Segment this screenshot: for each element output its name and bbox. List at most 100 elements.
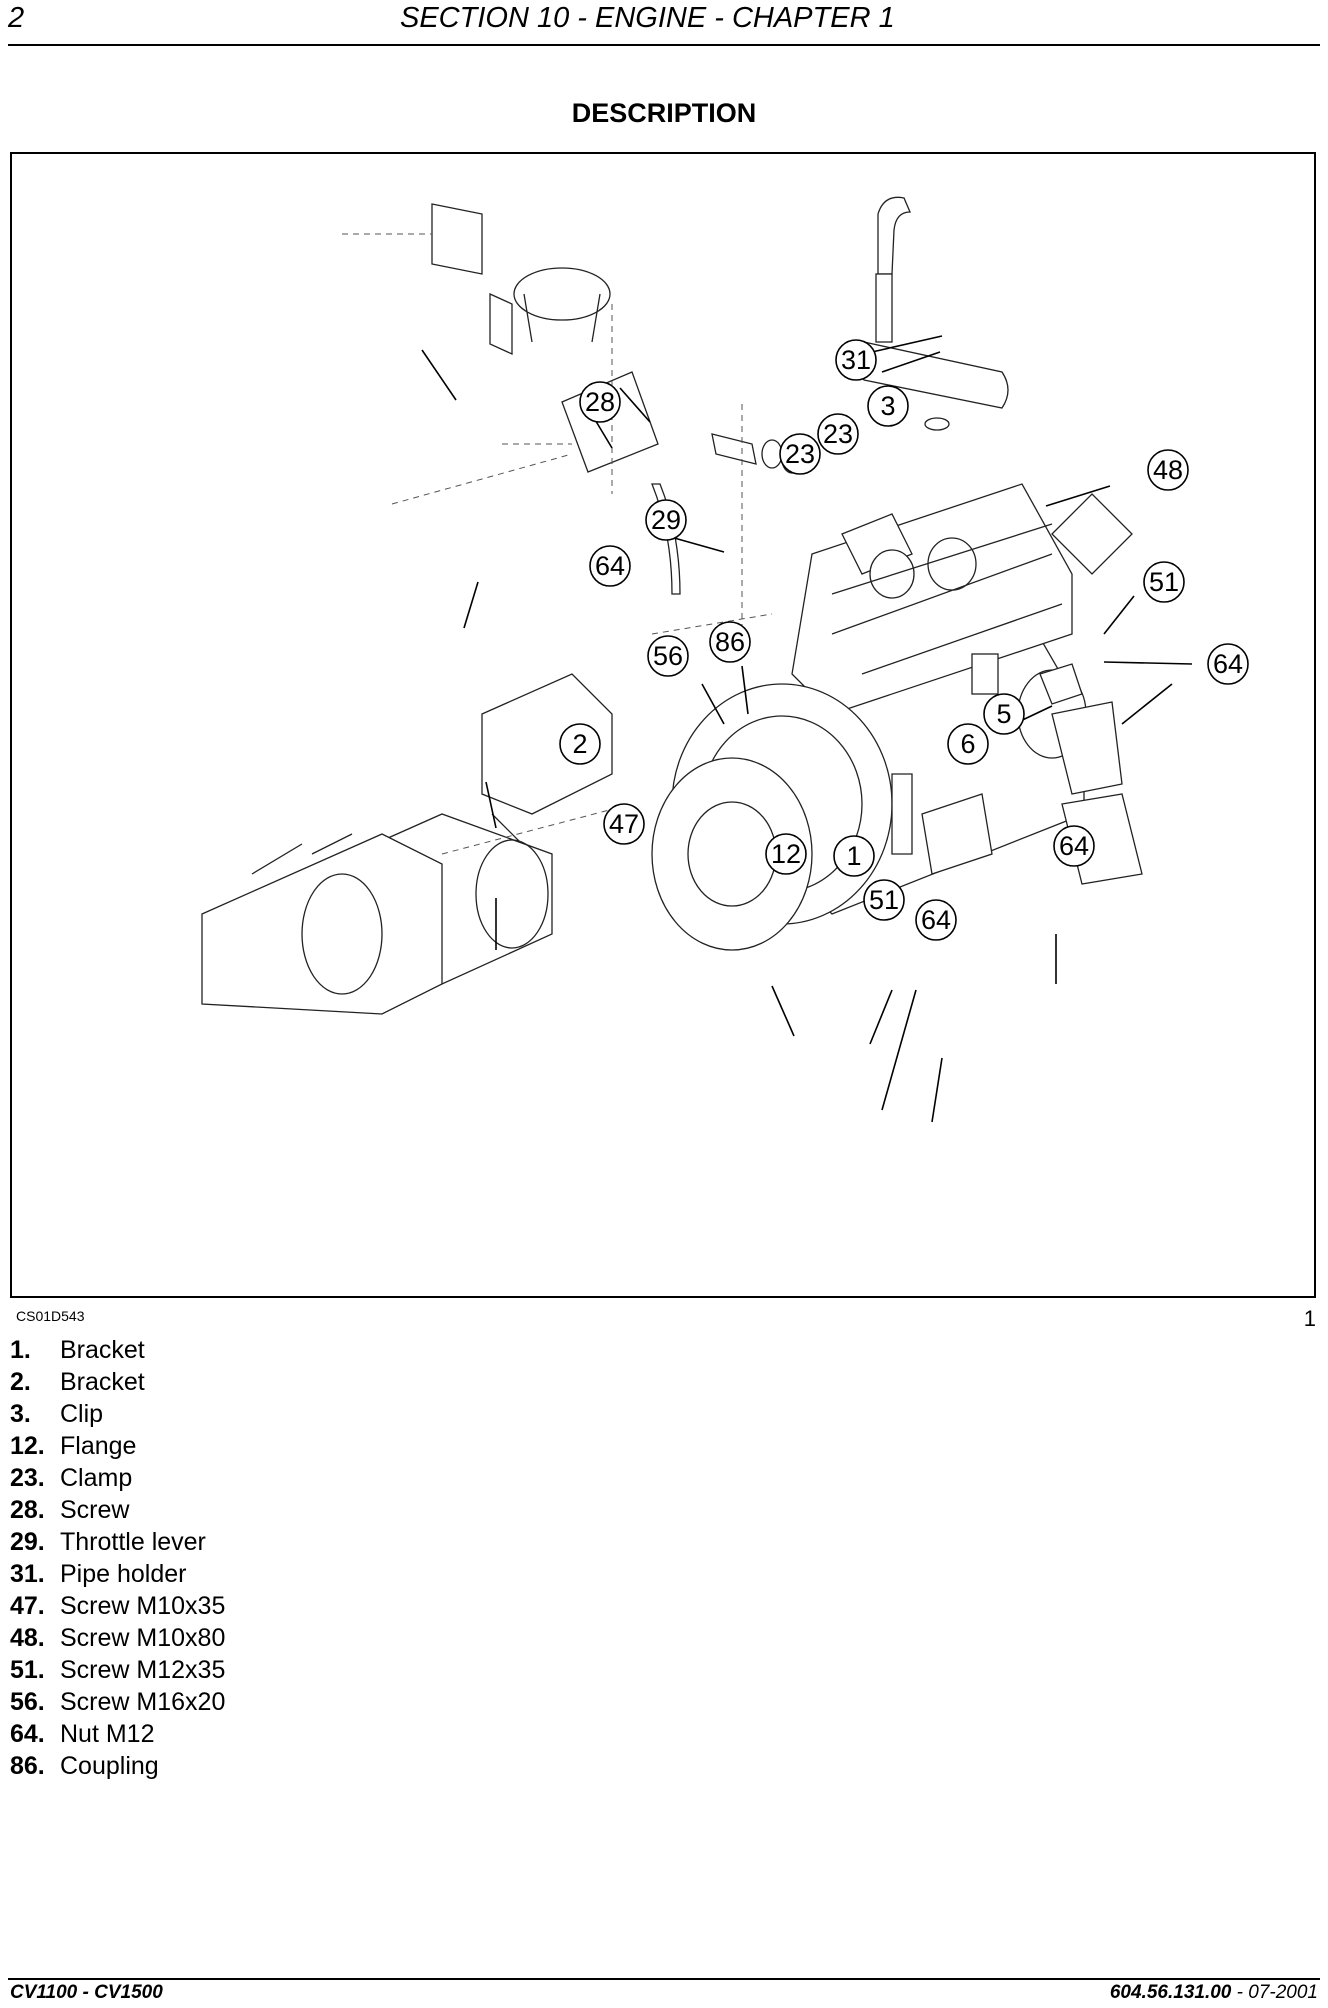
- callout-label: 3: [880, 391, 895, 421]
- callout-label: 29: [651, 505, 681, 535]
- legend-number: 64.: [10, 1720, 45, 1748]
- parts-legend: 1. Bracket 2. Bracket 3. Clip 12. Flange 23.…: [10, 1334, 225, 1782]
- footer-doc-number: 604.56.131.00: [1109, 1982, 1232, 2003]
- callout-layer: 31 3 28 23 23 48 29 64 51 64 86 56 5 2 6…: [559, 339, 1249, 941]
- callout-2: 2: [559, 723, 601, 765]
- callout-label: 5: [996, 699, 1011, 729]
- legend-item: 56. Screw M16x20: [10, 1686, 225, 1718]
- callout-47: 47: [603, 803, 645, 845]
- gearbox: [201, 803, 633, 1015]
- callout-31: 31: [835, 339, 877, 381]
- legend-item: 23. Clamp: [10, 1462, 225, 1494]
- legend-item: 1. Bracket: [10, 1334, 225, 1366]
- callout-23: 23: [779, 433, 821, 475]
- callout-label: 51: [869, 885, 899, 915]
- legend-number: 56.: [10, 1688, 45, 1716]
- legend-number: 29.: [10, 1528, 45, 1556]
- callout-64: 64: [1207, 643, 1249, 685]
- page-header: 2 SECTION 10 - ENGINE - CHAPTER 1: [8, 2, 1320, 44]
- legend-item: 29. Throttle lever: [10, 1526, 225, 1558]
- callout-label: 48: [1153, 455, 1183, 485]
- engine-exploded-diagram: 31 3 28 23 23 48 29 64 51 64 86 56 5 2 6…: [10, 152, 1316, 1298]
- legend-label: Screw M10x35: [60, 1592, 226, 1620]
- callout-label: 51: [1149, 567, 1179, 597]
- callout-1: 1: [833, 835, 875, 877]
- legend-item: 47. Screw M10x35: [10, 1590, 225, 1622]
- exhaust-pipe: [856, 196, 1009, 431]
- callout-label: 28: [585, 387, 615, 417]
- footer-document-ref: 604.56.131.00 - 07-2001: [1110, 1982, 1318, 2004]
- legend-item: 12. Flange: [10, 1430, 225, 1462]
- brackets: [481, 663, 1143, 885]
- callout-28: 28: [579, 381, 621, 423]
- legend-label: Bracket: [60, 1336, 145, 1364]
- legend-number: 28.: [10, 1496, 45, 1524]
- callout-label: 23: [823, 419, 853, 449]
- callout-label: 1: [846, 841, 861, 871]
- legend-number: 47.: [10, 1592, 45, 1620]
- legend-number: 3.: [10, 1400, 31, 1428]
- header-rule: [8, 44, 1320, 46]
- legend-label: Nut M12: [60, 1720, 155, 1748]
- callout-label: 47: [609, 809, 639, 839]
- section-title: SECTION 10 - ENGINE - CHAPTER 1: [400, 2, 895, 34]
- footer-model: CV1100 - CV1500: [10, 1982, 163, 2003]
- legend-item: 2. Bracket: [10, 1366, 225, 1398]
- legend-number: 23.: [10, 1464, 45, 1492]
- callout-29: 29: [645, 499, 687, 541]
- legend-number: 86.: [10, 1752, 45, 1780]
- legend-label: Flange: [60, 1432, 137, 1460]
- callout-label: 64: [595, 551, 625, 581]
- callout-86: 86: [709, 621, 751, 663]
- callout-label: 64: [1213, 649, 1243, 679]
- legend-number: 12.: [10, 1432, 45, 1460]
- description-heading: DESCRIPTION: [571, 98, 757, 128]
- legend-item: 51. Screw M12x35: [10, 1654, 225, 1686]
- callout-23: 23: [817, 413, 859, 455]
- footer-date: - 07-2001: [1231, 1982, 1318, 2003]
- callout-5: 5: [983, 693, 1025, 735]
- legend-item: 3. Clip: [10, 1398, 225, 1430]
- legend-number: 2.: [10, 1368, 31, 1396]
- legend-label: Screw: [60, 1496, 130, 1524]
- callout-label: 86: [715, 627, 745, 657]
- legend-number: 51.: [10, 1656, 45, 1684]
- legend-label: Screw M12x35: [60, 1656, 226, 1684]
- legend-label: Throttle lever: [60, 1528, 206, 1556]
- legend-number: 31.: [10, 1560, 45, 1588]
- callout-64: 64: [1053, 825, 1095, 867]
- legend-number: 48.: [10, 1624, 45, 1652]
- legend-label: Screw M16x20: [60, 1688, 226, 1716]
- callout-48: 48: [1147, 449, 1189, 491]
- figure-number: 1: [1303, 1306, 1316, 1331]
- callout-label: 23: [785, 439, 815, 469]
- callout-label: 2: [572, 729, 587, 759]
- legend-item: 28. Screw: [10, 1494, 225, 1526]
- legend-item: 64. Nut M12: [10, 1718, 225, 1750]
- callout-12: 12: [765, 833, 807, 875]
- legend-label: Clamp: [60, 1464, 133, 1492]
- footer-rule: [8, 1978, 1320, 1980]
- callout-label: 64: [921, 905, 951, 935]
- legend-item: 86. Coupling: [10, 1750, 225, 1782]
- callout-label: 6: [960, 729, 975, 759]
- legend-number: 1.: [10, 1336, 31, 1364]
- callout-64: 64: [915, 899, 957, 941]
- legend-item: 31. Pipe holder: [10, 1558, 225, 1590]
- callout-label: 31: [841, 345, 871, 375]
- legend-label: Pipe holder: [60, 1560, 187, 1588]
- legend-item: 48. Screw M10x80: [10, 1622, 225, 1654]
- callout-label: 56: [653, 641, 683, 671]
- page-number: 2: [8, 2, 25, 34]
- leader-lines: [421, 335, 1193, 1123]
- callout-64: 64: [589, 545, 631, 587]
- legend-label: Coupling: [60, 1752, 159, 1780]
- legend-label: Clip: [60, 1400, 104, 1428]
- callout-51: 51: [863, 879, 905, 921]
- callout-label: 64: [1059, 831, 1089, 861]
- callout-56: 56: [647, 635, 689, 677]
- callout-6: 6: [947, 723, 989, 765]
- figure-code: CS01D543: [16, 1308, 85, 1324]
- legend-label: Bracket: [60, 1368, 145, 1396]
- legend-label: Screw M10x80: [60, 1624, 226, 1652]
